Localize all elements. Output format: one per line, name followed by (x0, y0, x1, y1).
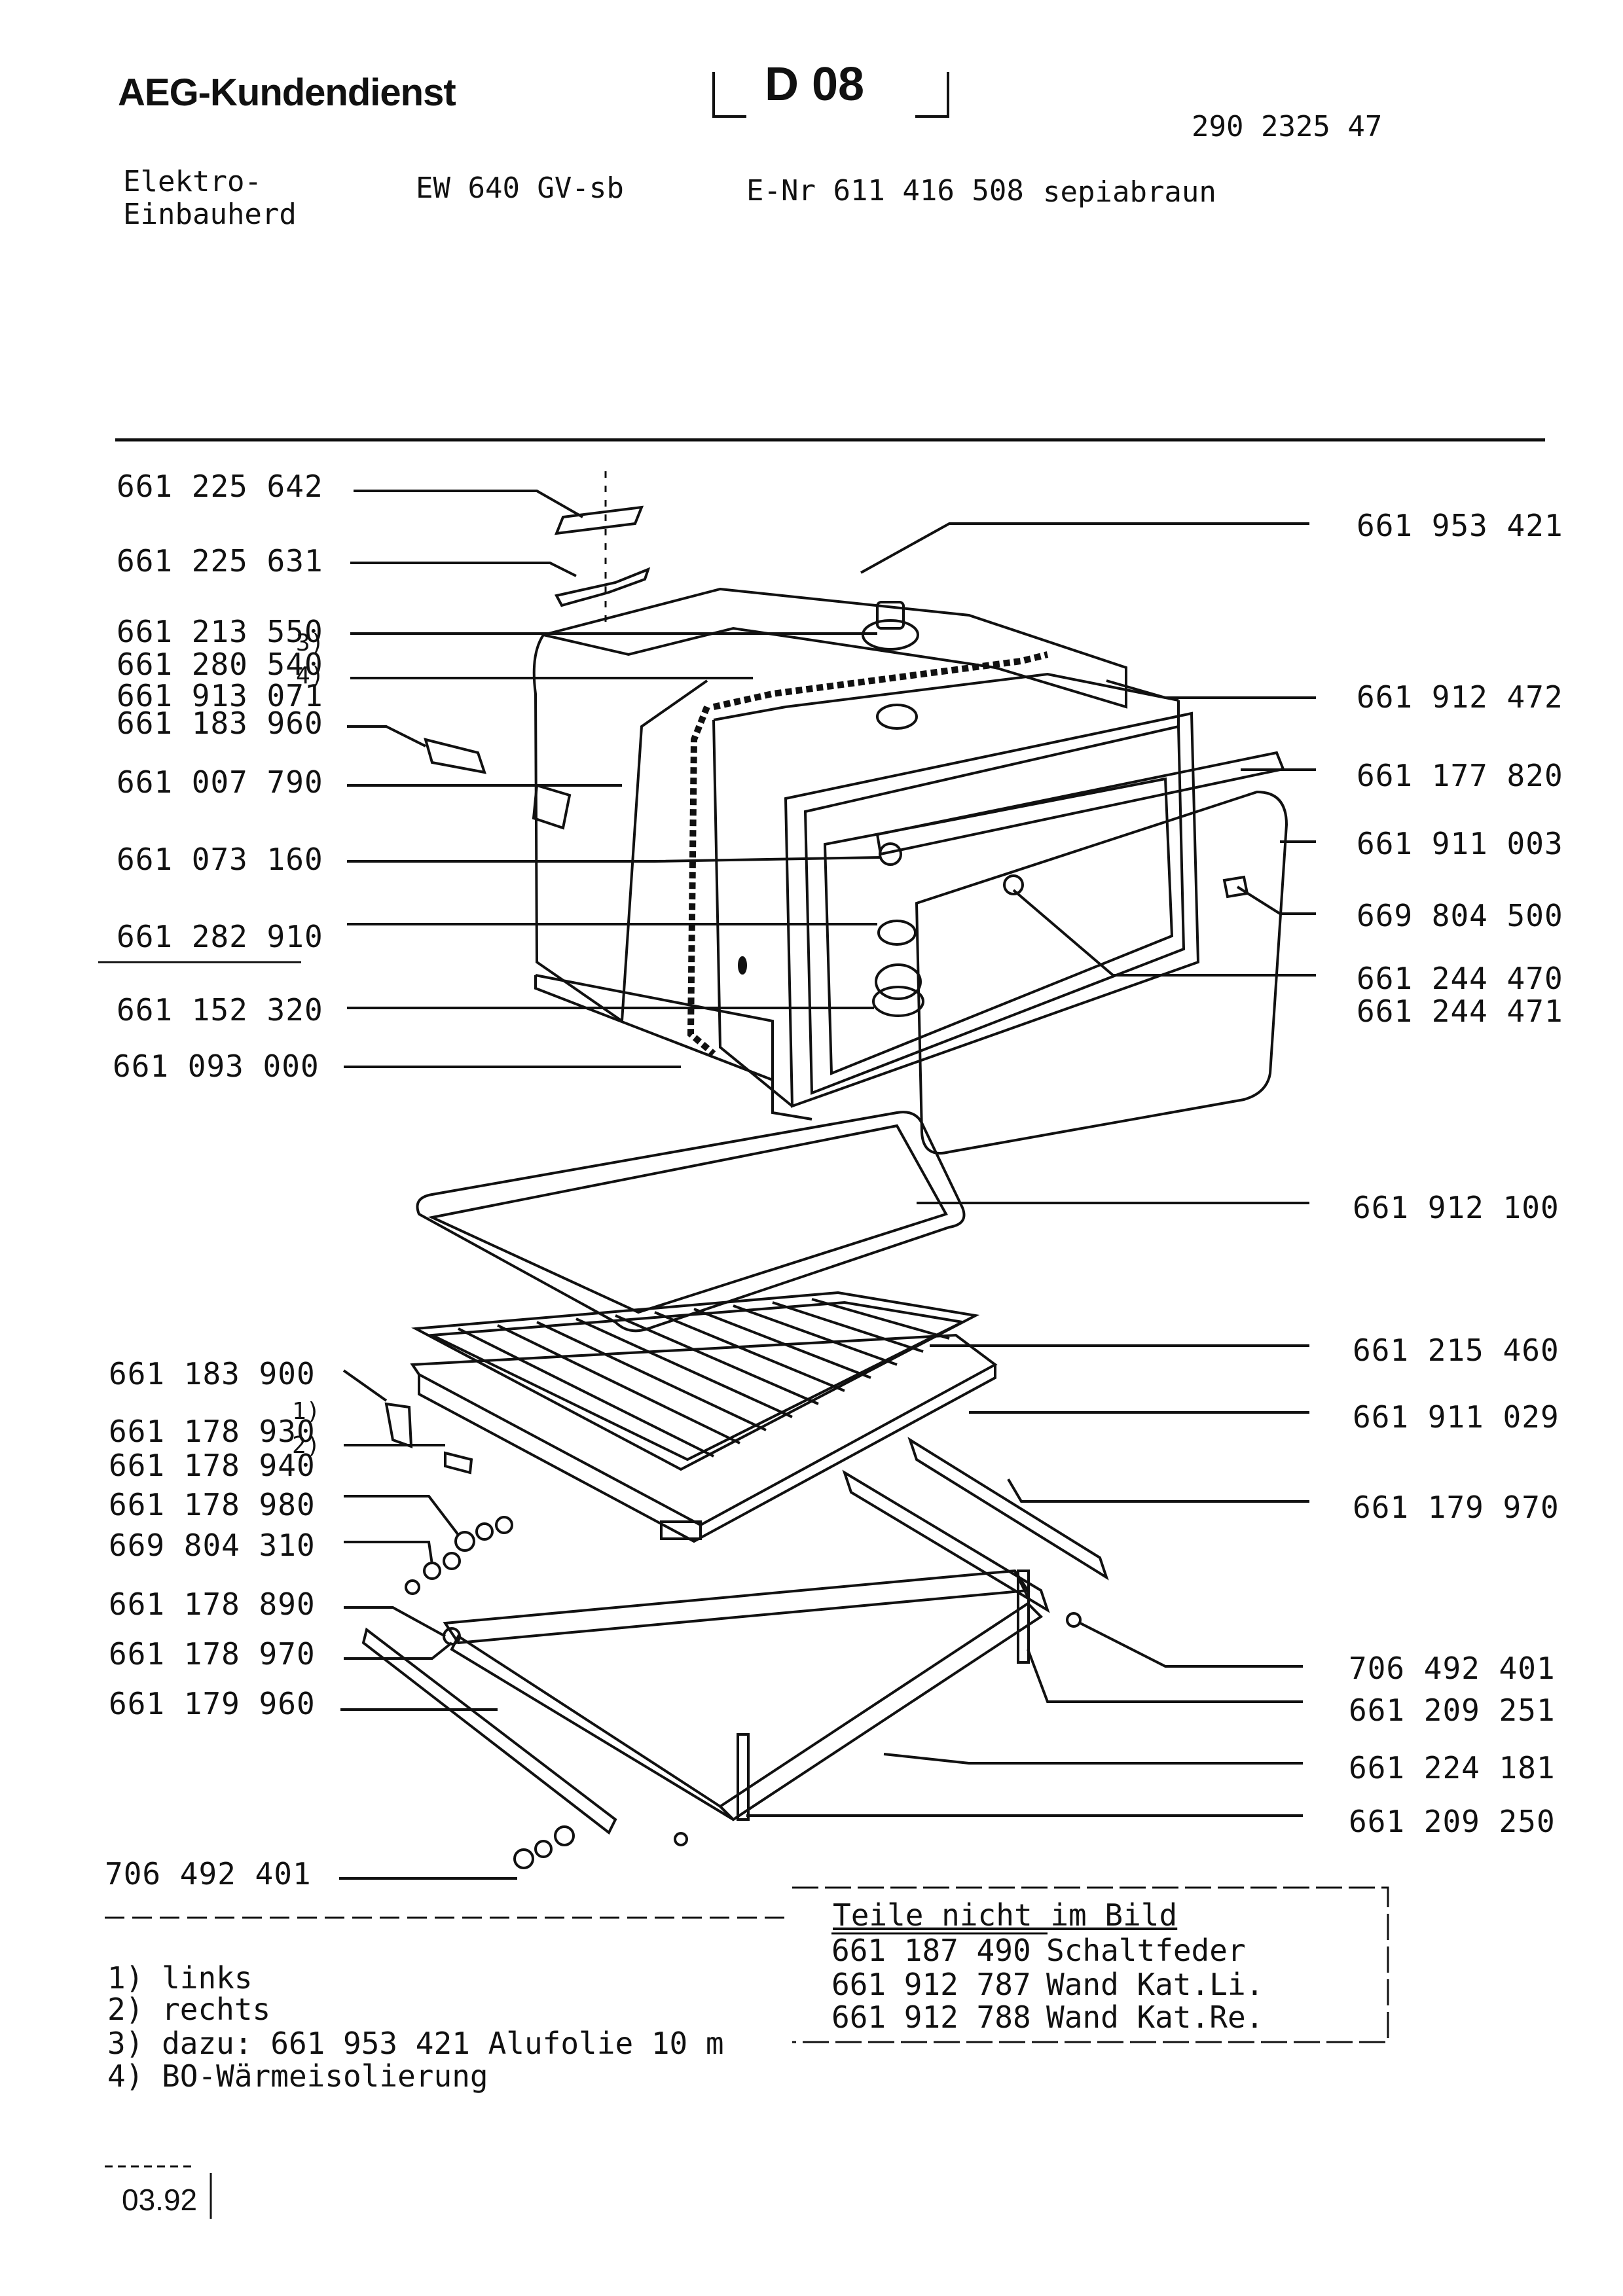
bottom-plate (535, 974, 812, 1121)
wire-rack (411, 1291, 980, 1471)
part-left-9: 661 282 910 (117, 919, 323, 954)
not-shown-title: Teile nicht im Bild (833, 1897, 1178, 1933)
part-left-17: 661 178 890 (109, 1587, 316, 1622)
part-left-14: 661 178 940 (109, 1448, 316, 1483)
part-left-19: 661 179 960 (109, 1686, 316, 1721)
color-name: sepiabraun (1043, 175, 1216, 209)
footnote-1: 1) links (107, 1960, 253, 1996)
part-left-2: 661 225 631 (117, 543, 323, 579)
support-bar-right (1017, 1570, 1030, 1664)
door-hinge-pin (1003, 874, 1024, 895)
nut-1 (454, 1531, 475, 1552)
not-shown-desc-3: Wand Kat.Re. (1046, 2000, 1264, 2035)
part-left-16: 669 804 310 (109, 1528, 316, 1563)
part-left-7: 661 007 790 (117, 764, 323, 800)
part-right-14: 661 224 181 (1349, 1750, 1556, 1785)
small-part-bracket-1 (554, 505, 644, 535)
part-left-18: 661 178 970 (109, 1636, 316, 1672)
part-right-4: 661 911 003 (1357, 826, 1563, 861)
insulation-rim (687, 706, 716, 1056)
door-seal (416, 1111, 966, 1333)
part-left-5: 661 913 071 (117, 678, 323, 713)
gasket-ring (877, 920, 917, 946)
support-bar-left (737, 1733, 750, 1821)
side-switch (424, 738, 486, 774)
part-left-12: 661 183 900 (109, 1356, 316, 1391)
part-right-1: 661 953 421 (1357, 508, 1563, 543)
not-shown-desc-1: Schaltfeder (1046, 1933, 1246, 1968)
insulation-top (543, 587, 1127, 709)
oven-front-frame (784, 711, 1200, 1108)
part-left-15: 661 178 980 (109, 1487, 316, 1522)
washer-1 (423, 1562, 441, 1580)
product-type-line2: Einbauherd (123, 198, 297, 231)
part-left-13: 661 178 930 (109, 1414, 316, 1449)
leader-lines-left (339, 490, 881, 1880)
part-left-4: 661 280 540 (117, 647, 323, 682)
part-right-7: 661 244 471 (1357, 994, 1563, 1029)
model-number: EW 640 GV-sb (416, 171, 624, 205)
part-left-4-note: 4) (296, 662, 325, 689)
part-right-13: 661 209 251 (1349, 1693, 1556, 1728)
small-part-bracket-2 (554, 567, 651, 607)
vent-hole (876, 704, 918, 730)
part-left-10: 661 152 320 (117, 992, 323, 1028)
tray-handle (660, 1520, 702, 1540)
not-shown-box (792, 1886, 1389, 2043)
telescopic-frame-back (443, 1569, 1030, 1645)
leader-lines-right (746, 522, 1316, 1817)
part-right-3: 661 177 820 (1357, 758, 1563, 793)
part-right-10: 661 911 029 (1353, 1399, 1559, 1435)
part-right-9: 661 215 460 (1353, 1333, 1559, 1368)
baking-tray (410, 1333, 998, 1527)
door-catch (1222, 875, 1249, 899)
part-left-20: 706 492 401 (105, 1856, 312, 1892)
oven-front-opening (803, 725, 1186, 1095)
doc-number: 290 2325 47 (1192, 110, 1383, 143)
oven-cavity (532, 587, 1288, 1155)
nut-bottom (513, 1848, 534, 1869)
revision-date: 03.92 (122, 2183, 198, 2217)
part-right-2: 661 912 472 (1357, 679, 1563, 715)
rail-right-upper (907, 1437, 1109, 1581)
part-left-1: 661 225 642 (117, 469, 323, 504)
rail-right-lower (842, 1469, 1050, 1613)
code-bracket-left (712, 72, 746, 118)
not-shown-number-2: 661 912 787 (831, 1967, 1031, 2002)
product-type-line1: Elektro- (123, 165, 262, 198)
section-code: D 08 (765, 58, 865, 111)
lamp-cover (875, 963, 922, 1000)
part-left-11: 661 093 000 (113, 1049, 319, 1084)
oven-top-edge (713, 672, 1179, 721)
part-right-8: 661 912 100 (1353, 1190, 1559, 1225)
part-left-3: 661 213 550 (117, 614, 323, 649)
not-shown-number-3: 661 912 788 (831, 2000, 1031, 2035)
code-bracket-right (915, 72, 949, 118)
part-left-8: 661 073 160 (117, 842, 323, 877)
oven-door (915, 790, 1288, 1155)
part-left-3-note: 3) (296, 630, 325, 656)
part-right-11: 661 179 970 (1353, 1490, 1559, 1525)
part-left-14-note: 2) (292, 1432, 321, 1459)
part-right-12: 706 492 401 (1349, 1651, 1556, 1686)
footnote-3: 3) dazu: 661 953 421 Alufolie 10 m (107, 2026, 724, 2061)
footnote-4: 4) BO-Wärmeisolierung (107, 2058, 488, 2094)
part-right-5: 669 804 500 (1357, 898, 1563, 933)
part-right-6: 661 244 470 (1357, 961, 1563, 996)
footnote-2: 2) rechts (107, 1992, 271, 2027)
enr-number: E-Nr 611 416 508 (746, 174, 1024, 207)
thermostat-knob (876, 601, 905, 630)
part-right-15: 661 209 250 (1349, 1804, 1556, 1839)
part-left-6: 661 183 960 (117, 706, 323, 741)
screw-right (1066, 1612, 1082, 1628)
oven-left-edge (712, 719, 793, 1107)
part-left-13-note: 1) (292, 1398, 321, 1425)
not-shown-desc-2: Wand Kat.Li. (1046, 1967, 1264, 2002)
rack-bracket (384, 1402, 413, 1448)
rail-left (361, 1627, 617, 1835)
brand-title: AEG-Kundendienst (118, 71, 456, 114)
not-shown-number-1: 661 187 490 (831, 1933, 1031, 1968)
